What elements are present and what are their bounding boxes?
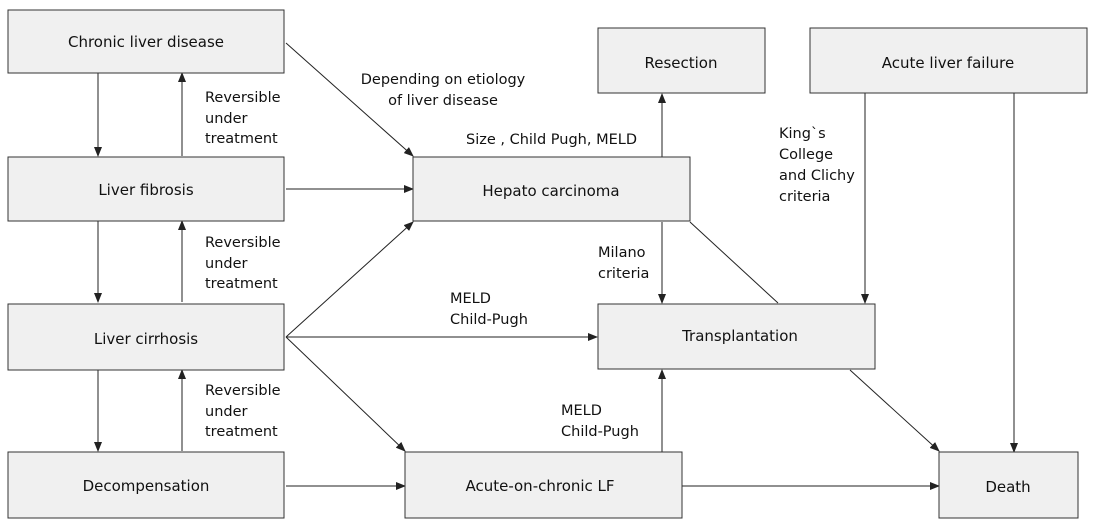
edge-chronic-to-hcc	[285, 42, 414, 157]
label-line: treatment	[205, 131, 278, 147]
label-size-child-meld: Size , Child Pugh, MELD	[466, 132, 637, 148]
label-line: and Clichy	[779, 168, 855, 184]
label-line: under	[205, 111, 248, 127]
label-line: College	[779, 147, 833, 163]
label-line: Child-Pugh	[450, 312, 528, 328]
label-line: MELD	[561, 403, 602, 419]
node-transplantation: Transplantation	[597, 303, 876, 370]
label-line: criteria	[598, 266, 649, 282]
label-line: King`s	[779, 126, 826, 142]
label-reversible-1: Reversible under treatment	[205, 90, 281, 147]
label-line: of liver disease	[388, 93, 498, 109]
label-line: Child-Pugh	[561, 424, 639, 440]
label-reversible-3: Reversible under treatment	[205, 383, 281, 440]
node-resection: Resection	[597, 27, 766, 94]
node-label: Decompensation	[83, 477, 210, 495]
label-line: criteria	[779, 189, 830, 205]
label-kings-college: King`s College and Clichy criteria	[779, 126, 855, 205]
node-acute-liver-failure: Acute liver failure	[809, 27, 1088, 94]
node-label: Acute-on-chronic LF	[465, 477, 614, 495]
node-label: Resection	[644, 54, 717, 72]
label-line: under	[205, 256, 248, 272]
node-label: Death	[985, 478, 1030, 496]
label-line: treatment	[205, 276, 278, 292]
label-line: MELD	[450, 291, 491, 307]
node-acute-on-chronic-lf: Acute-on-chronic LF	[404, 451, 683, 519]
label-line: Depending on etiology	[361, 72, 526, 88]
label-line: Reversible	[205, 235, 281, 251]
node-label: Hepato carcinoma	[482, 182, 619, 200]
label-line: under	[205, 404, 248, 420]
node-liver-fibrosis: Liver fibrosis	[7, 156, 285, 222]
edge-hcc-to-death-segment	[689, 221, 779, 304]
edge-cirrhosis-to-aclf	[285, 336, 406, 452]
node-label: Liver cirrhosis	[94, 330, 198, 348]
label-line: Reversible	[205, 90, 281, 106]
label-reversible-2: Reversible under treatment	[205, 235, 281, 292]
node-label: Acute liver failure	[882, 54, 1014, 72]
label-meld-child-2: MELD Child-Pugh	[561, 403, 639, 440]
node-death: Death	[938, 451, 1079, 519]
edge-cirrhosis-to-hcc	[285, 221, 414, 338]
label-etiology: Depending on etiology of liver disease	[361, 72, 526, 109]
label-meld-child-1: MELD Child-Pugh	[450, 291, 528, 328]
edge-transplant-to-death	[849, 369, 940, 452]
edges	[94, 42, 1018, 490]
label-line: treatment	[205, 424, 278, 440]
label-line: Reversible	[205, 383, 281, 399]
label-milano: Milano criteria	[598, 245, 649, 282]
label-line: Milano	[598, 245, 646, 261]
node-label: Liver fibrosis	[98, 181, 194, 199]
node-decompensation: Decompensation	[7, 451, 285, 519]
node-hepato-carcinoma: Hepato carcinoma	[412, 156, 691, 222]
node-chronic-liver-disease: Chronic liver disease	[7, 9, 285, 74]
node-liver-cirrhosis: Liver cirrhosis	[7, 303, 285, 371]
node-label: Chronic liver disease	[68, 33, 224, 51]
node-label: Transplantation	[681, 327, 798, 345]
